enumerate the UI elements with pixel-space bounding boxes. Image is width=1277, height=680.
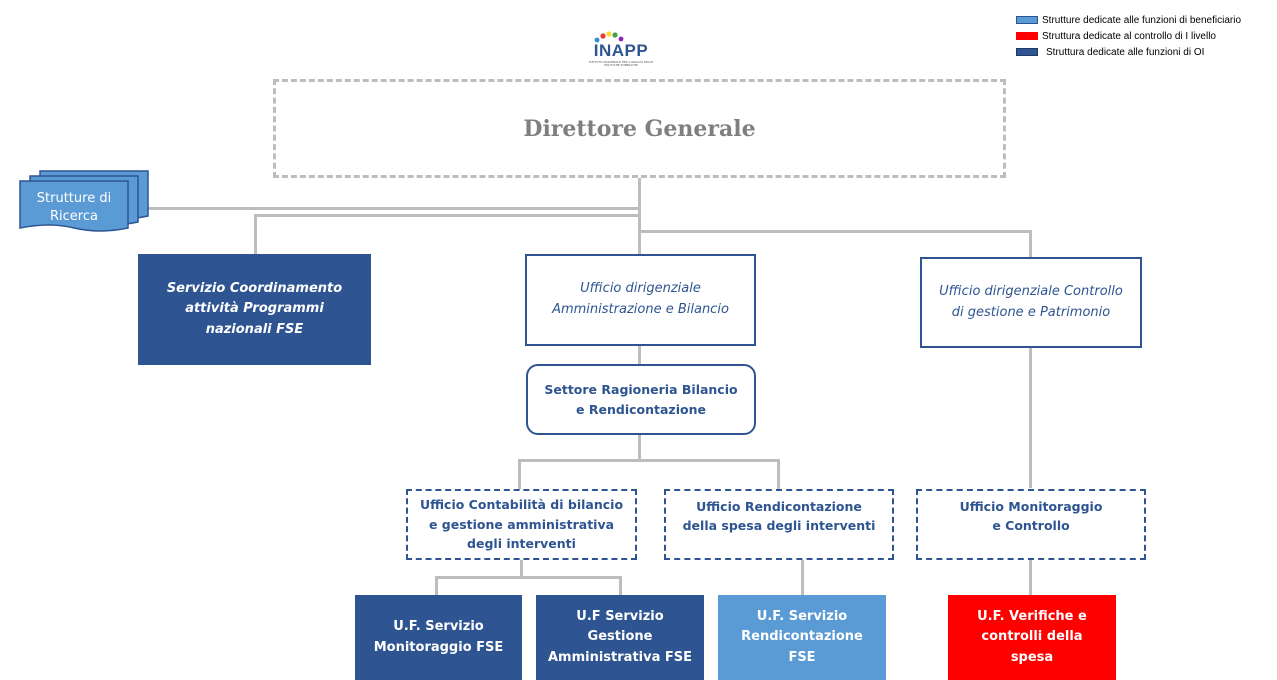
node-strutture-ricerca: Strutture di Ricerca [10, 170, 152, 242]
legend-label: Struttura dedicate alle funzioni di OI [1046, 46, 1205, 58]
legend-item-beneficiario: Strutture dedicate alle funzioni di bene… [1016, 14, 1241, 26]
node-settore-ragioneria: Settore Ragioneria Bilancio e Rendiconta… [526, 364, 756, 435]
node-ufficio-controllo-gestione: Ufficio dirigenziale Controllo di gestio… [920, 257, 1142, 348]
node-uf-verifiche: U.F. Verifiche e controlli della spesa [948, 595, 1116, 680]
connector [1029, 560, 1032, 595]
connector [1029, 348, 1032, 488]
node-uf-monitoraggio: U.F. Servizio Monitoraggio FSE [355, 595, 522, 680]
logo-tagline: ISTITUTO NAZIONALE PER L'ANALISI DELLE P… [588, 61, 654, 67]
connector [148, 207, 640, 210]
legend-swatch-light-blue [1016, 16, 1038, 24]
legend-swatch-red [1016, 32, 1038, 40]
connector [1029, 230, 1032, 257]
node-ufficio-rendicontazione: Ufficio Rendicontazione della spesa degl… [664, 489, 894, 560]
node-label: Ufficio Contabilità di bilancio e gestio… [419, 497, 624, 552]
connector [638, 230, 641, 255]
connector [520, 560, 523, 578]
connector [254, 214, 640, 217]
node-label: U.F Servizio Gestione Amministrativa FSE [547, 609, 693, 665]
node-ufficio-contabilita: Ufficio Contabilità di bilancio e gestio… [406, 489, 637, 560]
node-label: Servizio Coordinamento attività Programm… [166, 281, 343, 337]
connector [435, 576, 622, 579]
connector [638, 435, 641, 461]
legend-label: Strutture dedicate alle funzioni di bene… [1042, 14, 1242, 26]
connector [518, 459, 521, 489]
logo-dots-icon [594, 31, 624, 43]
legend-label: Struttura dedicate al controllo di I liv… [1042, 30, 1216, 42]
connector [638, 230, 1032, 233]
connector [619, 576, 622, 595]
connector [254, 214, 257, 254]
node-uf-rendicontazione: U.F. Servizio Rendicontazione FSE [718, 595, 886, 680]
node-servizio-coordinamento: Servizio Coordinamento attività Programm… [138, 254, 371, 365]
node-uf-gestione-amministrativa: U.F Servizio Gestione Amministrativa FSE [536, 595, 704, 680]
legend-item-controllo: Struttura dedicate al controllo di I liv… [1016, 30, 1216, 42]
node-label: Ufficio Monitoraggio e Controllo [959, 499, 1103, 534]
stacked-documents-icon [19, 170, 149, 232]
node-label: Strutture di Ricerca [36, 191, 112, 225]
node-label: Settore Ragioneria Bilancio e Rendiconta… [544, 381, 738, 417]
connector [801, 560, 804, 595]
legend-item-oi: Struttura dedicate alle funzioni di OI [1016, 46, 1204, 58]
node-label: U.F. Verifiche e controlli della spesa [977, 609, 1087, 665]
node-label: Ufficio dirigenziale Amministrazione e B… [552, 281, 729, 317]
node-ufficio-monitoraggio: Ufficio Monitoraggio e Controllo [916, 489, 1146, 560]
legend-swatch-navy [1016, 48, 1038, 56]
node-label: Ufficio Rendicontazione della spesa degl… [682, 499, 876, 534]
connector [777, 459, 780, 489]
inapp-logo: INAPP ISTITUTO NAZIONALE PER L'ANALISI D… [580, 30, 662, 67]
connector [518, 459, 780, 462]
node-label: Ufficio dirigenziale Controllo di gestio… [939, 283, 1123, 320]
node-label: U.F. Servizio Rendicontazione FSE [741, 609, 863, 665]
logo-text: INAPP [593, 41, 649, 60]
node-label: Direttore Generale [523, 115, 756, 142]
node-label: U.F. Servizio Monitoraggio FSE [373, 619, 504, 655]
connector [435, 576, 438, 595]
node-ufficio-amministrazione-bilancio: Ufficio dirigenziale Amministrazione e B… [525, 254, 756, 346]
connector [638, 345, 641, 364]
connector [638, 178, 641, 232]
node-direttore-generale: Direttore Generale [273, 79, 1006, 178]
